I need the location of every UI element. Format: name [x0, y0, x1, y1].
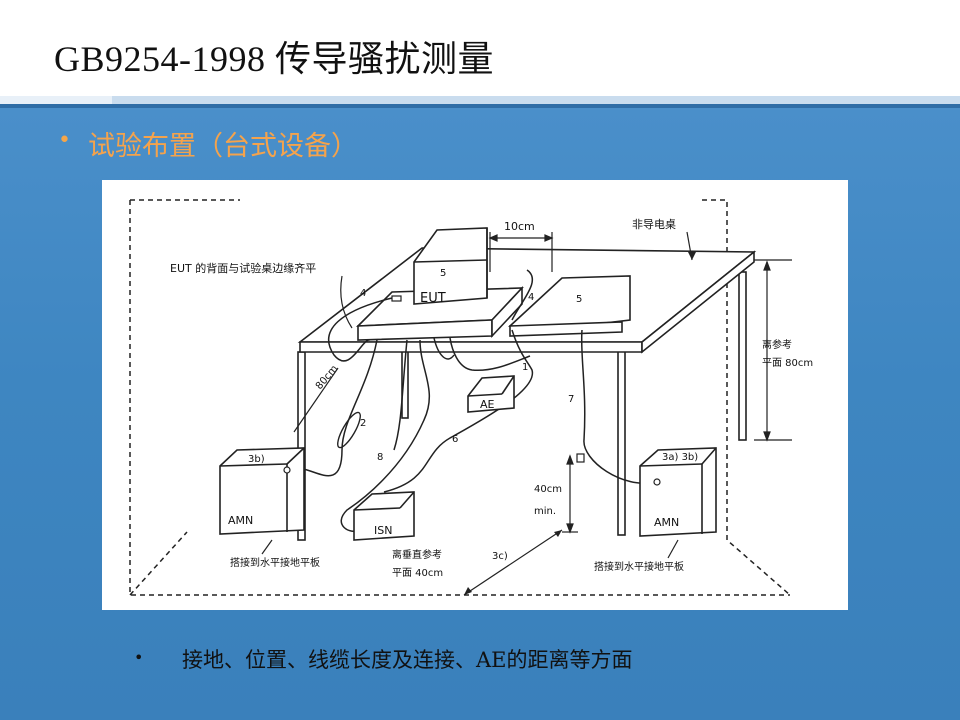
label-n2: 2: [360, 418, 366, 429]
label-nonconductive-table: 非导电桌: [632, 218, 676, 231]
label-n1: 1: [522, 362, 528, 373]
subtitle-bullet: •: [58, 128, 71, 153]
label-ref-plane-2: 平面 80cm: [762, 358, 813, 369]
label-ae: AE: [480, 398, 495, 411]
label-vertical-ref-1: 离垂直参考: [392, 548, 442, 561]
label-40cm: 40cm: [534, 484, 562, 495]
label-n8: 8: [377, 452, 383, 463]
label-amn-left: AMN: [228, 514, 253, 527]
label-amn-left-tag: 3b): [248, 454, 265, 465]
label-ref-plane-1: 离参考: [762, 338, 792, 351]
label-n6: 6: [452, 434, 458, 445]
header-band: [0, 96, 960, 104]
label-bond-right: 搭接到水平接地平板: [594, 560, 684, 573]
header-band-accent: [0, 96, 112, 104]
eut-box: [413, 227, 488, 305]
label-min: min.: [534, 506, 556, 517]
dim-80cm-vertical: [754, 259, 792, 442]
isn-box: [353, 491, 415, 541]
cables: [291, 269, 658, 532]
label-vertical-ref-2: 平面 40cm: [392, 568, 443, 579]
label-bond-left: 搭接到水平接地平板: [230, 556, 320, 569]
label-amn-right: AMN: [654, 516, 679, 529]
label-n3c: 3c): [492, 551, 508, 562]
label-10cm: 10cm: [504, 220, 535, 233]
peripheral-box: [508, 275, 631, 337]
label-n5a: 5: [440, 268, 446, 279]
label-eut: EUT: [420, 291, 446, 306]
ground-plane-outline: [129, 199, 791, 596]
bottom-bullet: •: [134, 648, 144, 667]
label-eut-rear-note: EUT 的背面与试验桌边缘齐平: [170, 261, 316, 275]
label-n4a: 4: [360, 288, 366, 299]
diagram-svg: 10cm 非导电桌 EUT 的背面与试验桌边缘齐平 5 EUT 5: [129, 199, 813, 596]
label-n4b: 4: [528, 292, 534, 303]
label-80cm-diag: 80cm: [314, 363, 340, 391]
dim-40cm-min: [562, 454, 578, 534]
ae-box: [467, 375, 515, 413]
label-isn: ISN: [374, 524, 392, 537]
amn-left: [219, 447, 305, 535]
title-area: GB9254-1998 传导骚扰测量: [0, 0, 960, 96]
bottom-text: 接地、位置、线缆长度及连接、AE的距离等方面: [182, 648, 633, 672]
amn-right: [639, 447, 717, 537]
label-amn-right-tag: 3a) 3b): [662, 452, 698, 463]
dim-10cm: [488, 232, 554, 272]
slide-title: GB9254-1998 传导骚扰测量: [54, 39, 494, 79]
test-setup-diagram: 10cm 非导电桌 EUT 的背面与试验桌边缘齐平 5 EUT 5: [102, 180, 848, 610]
label-n7: 7: [568, 394, 574, 405]
slide-subtitle: 试验布置（台式设备）: [88, 131, 358, 162]
label-n5b: 5: [576, 294, 582, 305]
header-divider: [0, 104, 960, 108]
